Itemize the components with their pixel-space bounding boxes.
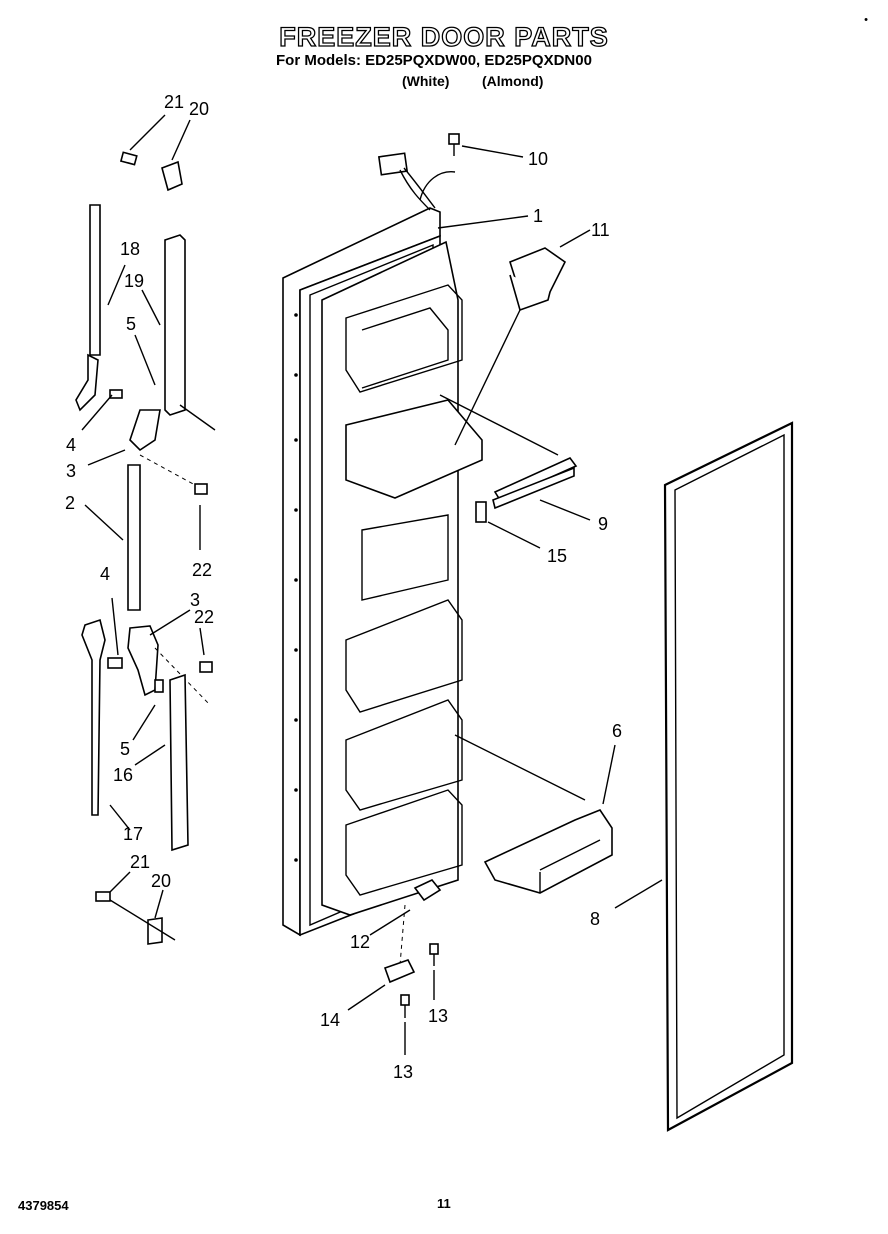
callout-13-lower: 13	[393, 1062, 413, 1082]
page-title: FREEZER DOOR PARTS	[279, 21, 609, 52]
document-number: 4379854	[18, 1198, 69, 1213]
bottom-hinge-parts	[383, 879, 442, 1018]
callout-5-lower: 5	[120, 739, 130, 759]
page-number: 11	[437, 1196, 451, 1211]
dispenser-trim	[439, 394, 578, 523]
freezer-door-panel	[282, 207, 483, 937]
door-edge-holes	[294, 313, 298, 862]
callout-21-upper: 21	[164, 92, 184, 112]
callout-4-lower: 4	[100, 564, 110, 584]
callout-18: 18	[120, 239, 140, 259]
callout-5-upper: 5	[126, 314, 136, 334]
callout-9: 9	[598, 514, 608, 534]
callout-21-lower: 21	[130, 852, 150, 872]
door-bin	[454, 734, 613, 894]
callout-20-lower: 20	[151, 871, 171, 891]
callout-17: 17	[123, 824, 143, 844]
door-gasket	[663, 421, 794, 1132]
variant-almond-label: (Almond)	[482, 73, 544, 89]
corner-mark: •	[864, 14, 868, 26]
callout-22-upper: 22	[192, 560, 212, 580]
callout-1: 1	[533, 206, 543, 226]
callout-15: 15	[547, 546, 567, 566]
callout-10: 10	[528, 149, 548, 169]
callout-13-right: 13	[428, 1006, 448, 1026]
callout-14: 14	[320, 1010, 340, 1030]
callout-16: 16	[113, 765, 133, 785]
callout-22-lower: 22	[194, 607, 214, 627]
callout-12: 12	[350, 932, 370, 952]
screw-10	[448, 133, 460, 156]
callout-20-upper: 20	[189, 99, 209, 119]
callout-4-upper: 4	[66, 435, 76, 455]
callout-3-lower: 3	[190, 590, 200, 610]
callout-3-upper: 3	[66, 461, 76, 481]
leader-lines	[81, 114, 663, 1055]
variant-white-label: (White)	[402, 73, 450, 89]
callout-6: 6	[612, 721, 622, 741]
callout-8: 8	[590, 909, 600, 929]
handle-assembly-lower	[81, 618, 213, 945]
callout-11: 11	[591, 220, 610, 240]
models-line: For Models: ED25PQXDW00, ED25PQXDN00	[276, 52, 592, 69]
callout-19: 19	[124, 271, 144, 291]
ice-chute	[454, 247, 567, 446]
handle-assembly-upper	[75, 151, 216, 611]
callout-2: 2	[65, 493, 75, 513]
wire-harness	[377, 152, 456, 211]
